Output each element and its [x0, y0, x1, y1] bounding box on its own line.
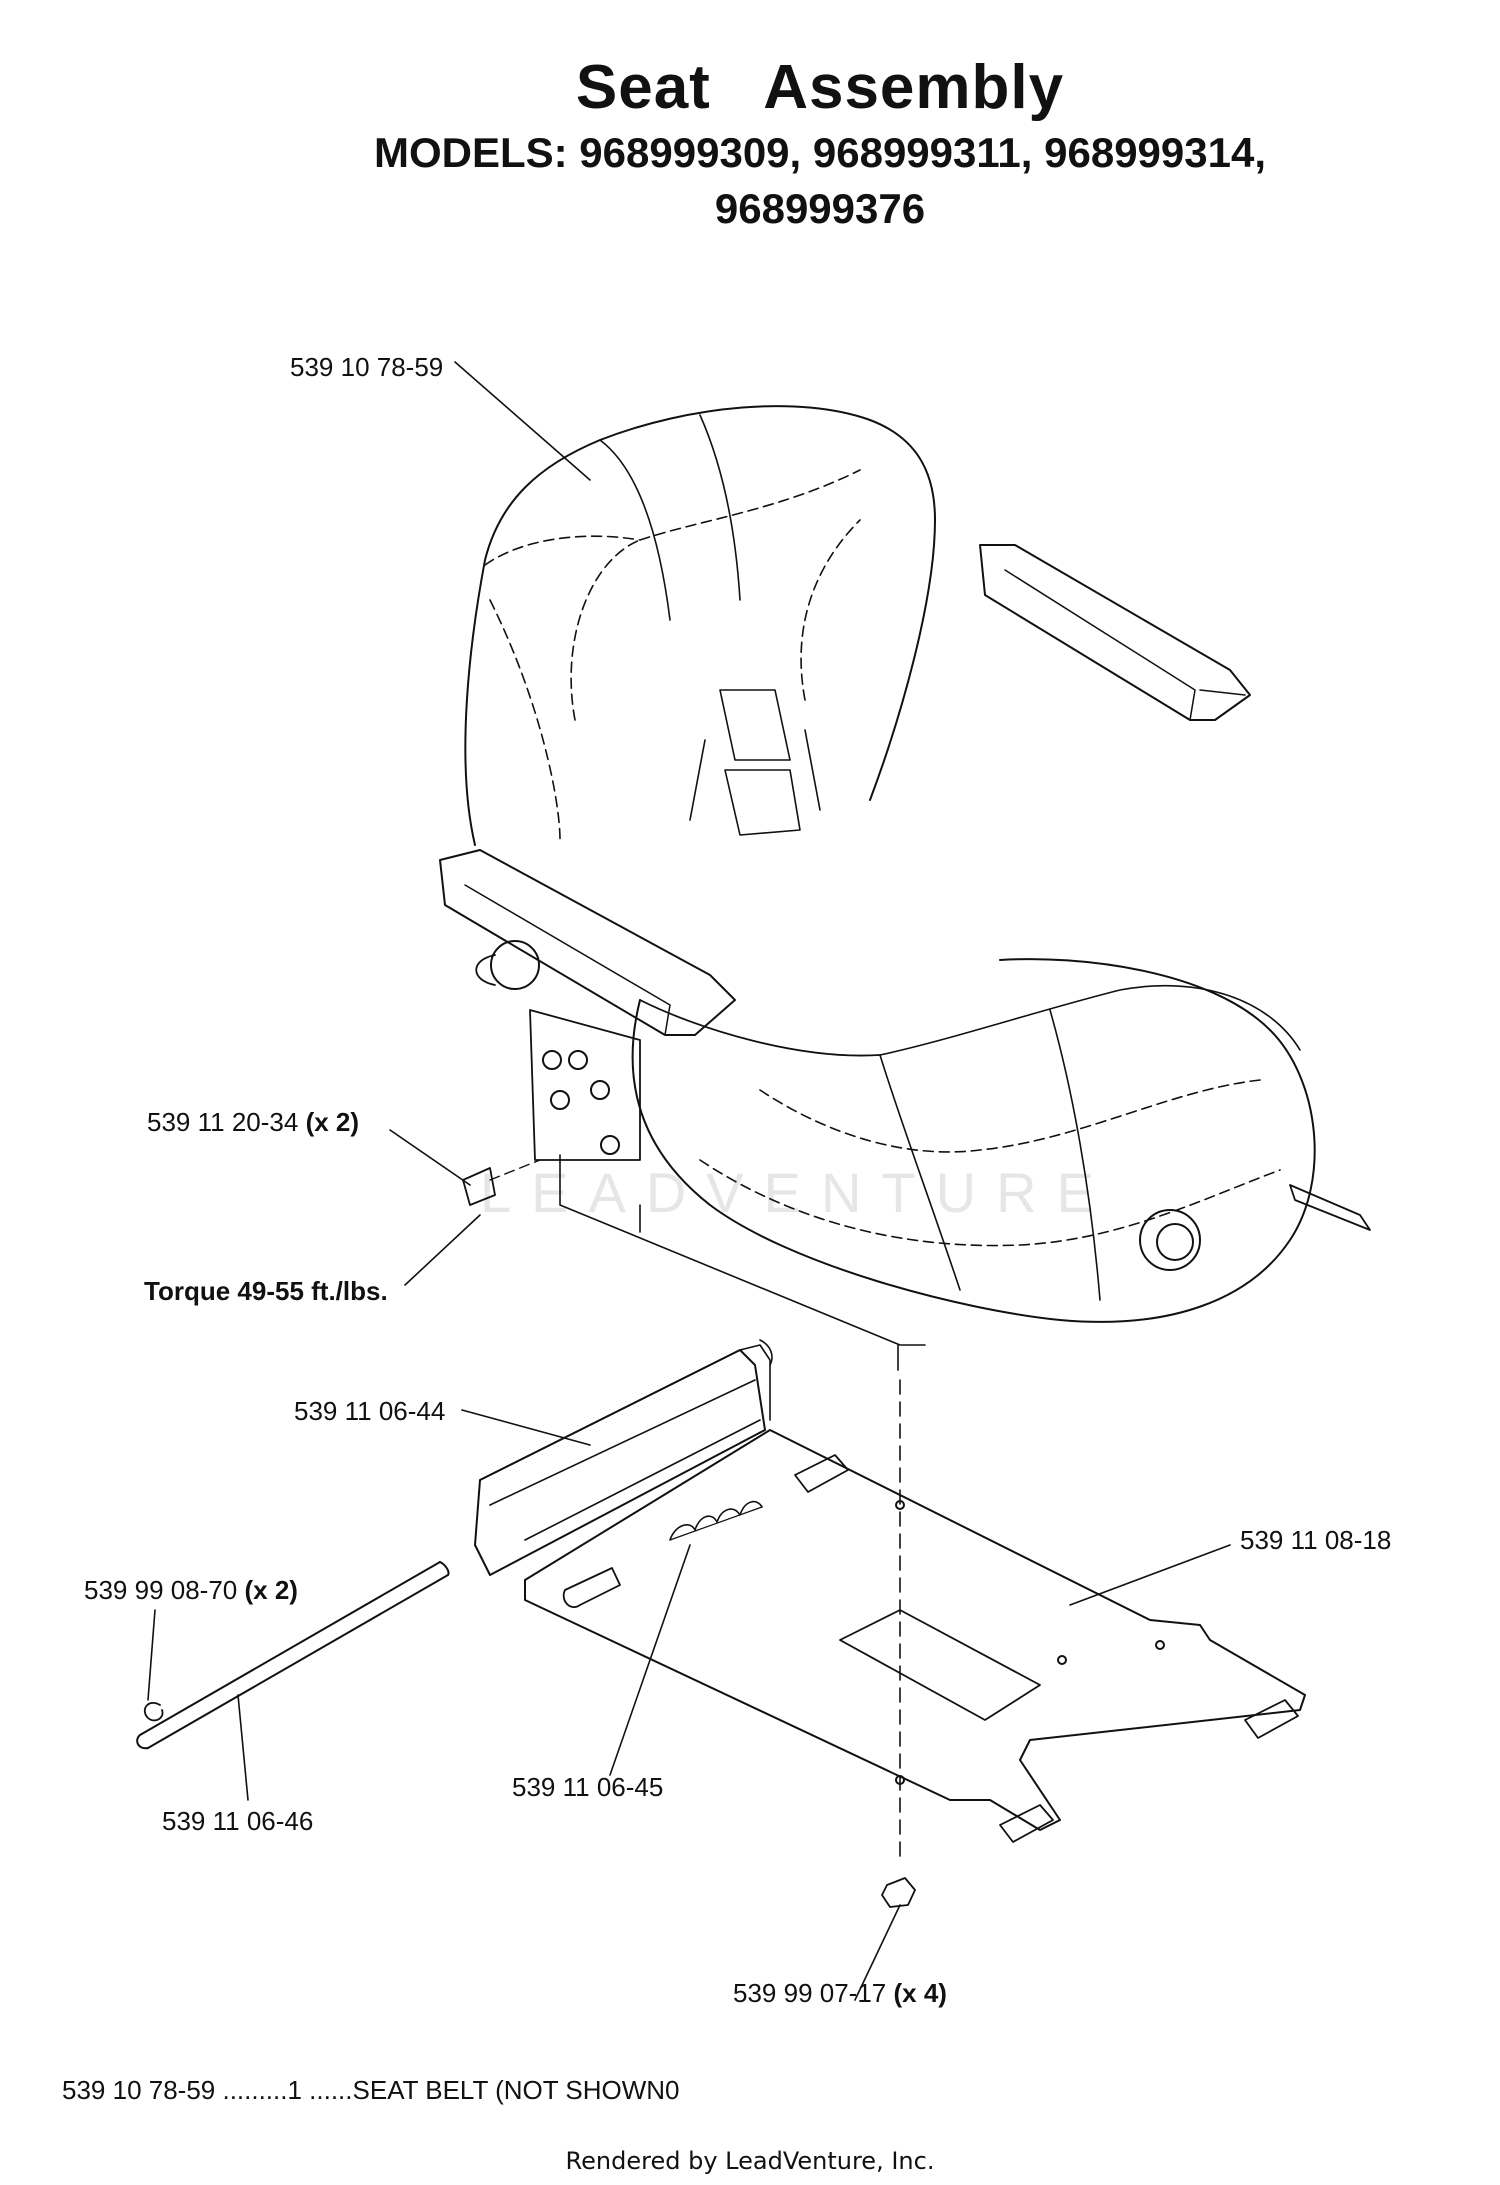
models-line-2: 968999376: [714, 185, 926, 232]
label-clip: 539 99 08-70 (x 2): [84, 1575, 298, 1606]
parts-footnote: 539 10 78-59 .........1 ......SEAT BELT …: [62, 2075, 680, 2105]
label-bolt-qty: (x 2): [305, 1107, 360, 1137]
seat-cushion: [631, 958, 1316, 1323]
label-bolt: 539 11 20-34 (x 2): [147, 1107, 359, 1138]
rod-illustration: [139, 1561, 449, 1749]
left-armrest: [439, 849, 736, 1036]
models-heading: MODELS: 968999309, 968999311, 968999314,…: [0, 125, 1500, 237]
seat-bracket: [529, 1009, 641, 1161]
label-nut: 539 99 07-17 (x 4): [733, 1978, 947, 2009]
e-clip-illustration: [143, 1702, 164, 1722]
page-title: Seat Assembly: [575, 53, 1065, 122]
label-clip-qty: (x 2): [244, 1575, 298, 1605]
slide-rail-illustration: [474, 1339, 773, 1576]
label-seat-part: 539 10 78-59: [290, 352, 444, 382]
bolt-illustration: [462, 1159, 541, 1206]
seat-illustration: [439, 405, 1371, 1371]
seat-backrest: [464, 405, 936, 846]
label-rail-part: 539 11 06-44: [294, 1396, 446, 1426]
label-plate-part: 539 11 08-18: [1240, 1525, 1392, 1555]
label-nut-qty: (x 4): [893, 1978, 947, 2008]
label-spring-part: 539 11 06-45: [512, 1772, 664, 1802]
base-plate: [524, 1429, 1306, 1831]
slide-rail: [474, 1349, 766, 1576]
models-line-1: MODELS: 968999309, 968999311, 968999314,: [373, 129, 1267, 176]
label-torque: Torque 49-55 ft./lbs.: [144, 1276, 388, 1306]
rendered-by-credit: Rendered by LeadVenture, Inc.: [565, 2147, 935, 2175]
adjust-knob: [490, 940, 540, 990]
label-rod-part: 539 11 06-46: [162, 1806, 314, 1836]
spring-illustration: [669, 1500, 763, 1541]
leader-lines: [147, 361, 1231, 2001]
label-bolt-part: 539 11 20-34: [147, 1107, 299, 1137]
right-armrest: [979, 544, 1251, 721]
label-clip-part: 539 99 08-70: [84, 1575, 238, 1605]
seat-lever: [1289, 1184, 1371, 1231]
label-nut-part: 539 99 07-17: [733, 1978, 887, 2008]
nut-illustration: [881, 1877, 916, 1908]
